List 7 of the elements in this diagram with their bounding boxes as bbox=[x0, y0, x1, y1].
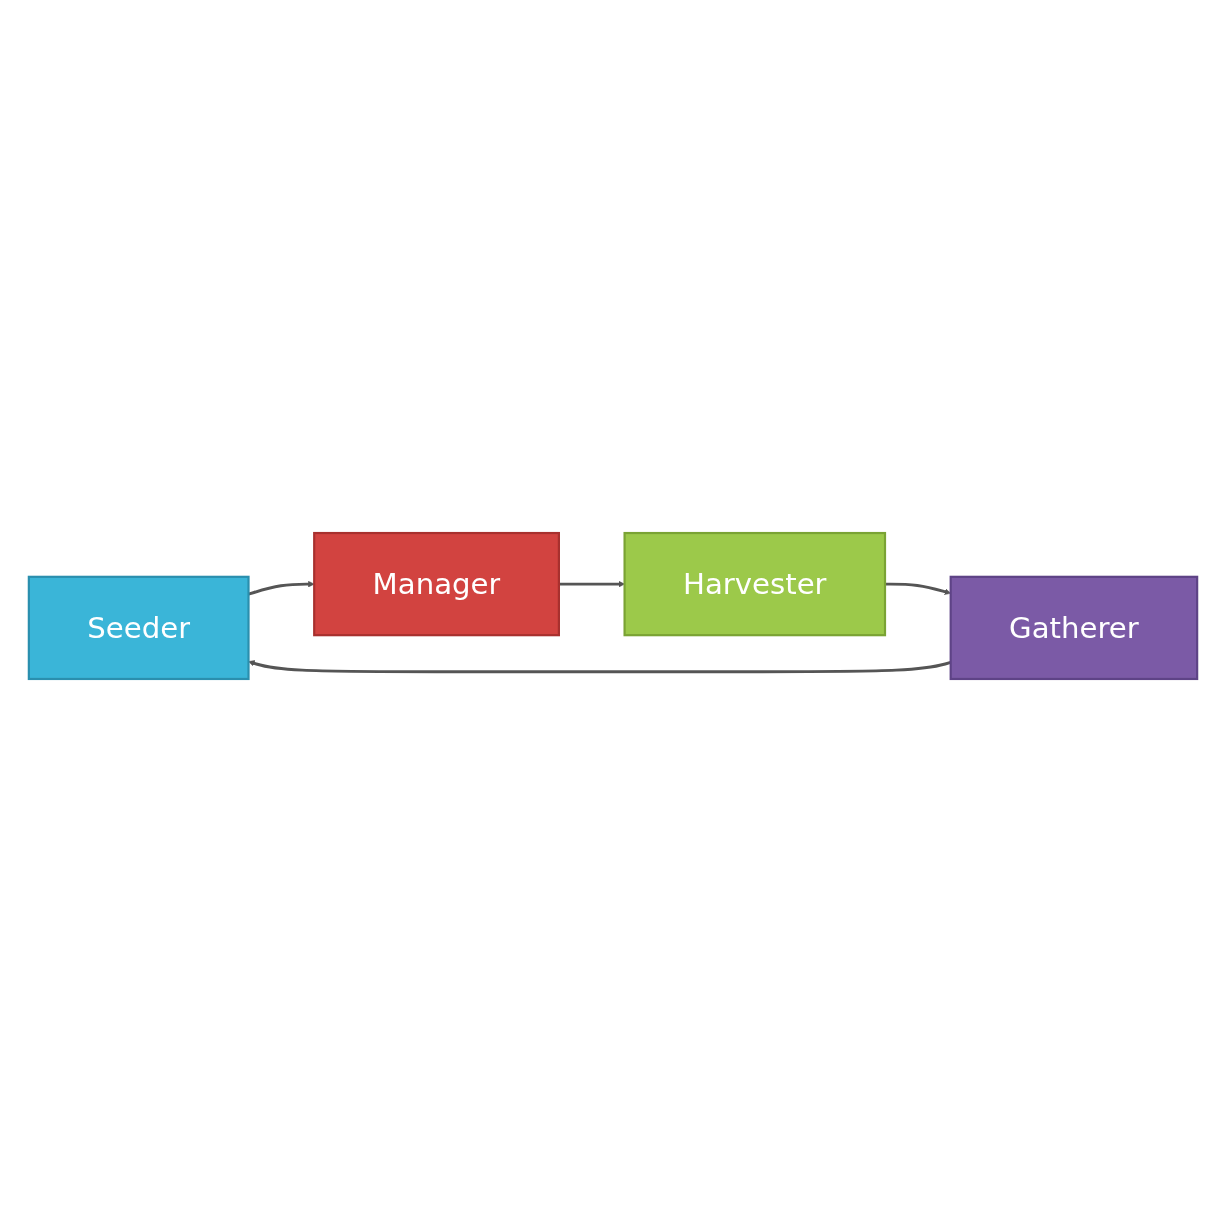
arrow bbox=[558, 580, 625, 588]
arrow bbox=[248, 580, 315, 596]
node-box: Gatherer bbox=[949, 575, 1199, 681]
node-box: Manager bbox=[313, 531, 560, 637]
arrow bbox=[885, 582, 951, 595]
node-box: Harvester bbox=[623, 531, 887, 637]
node-box: Seeder bbox=[27, 575, 250, 681]
